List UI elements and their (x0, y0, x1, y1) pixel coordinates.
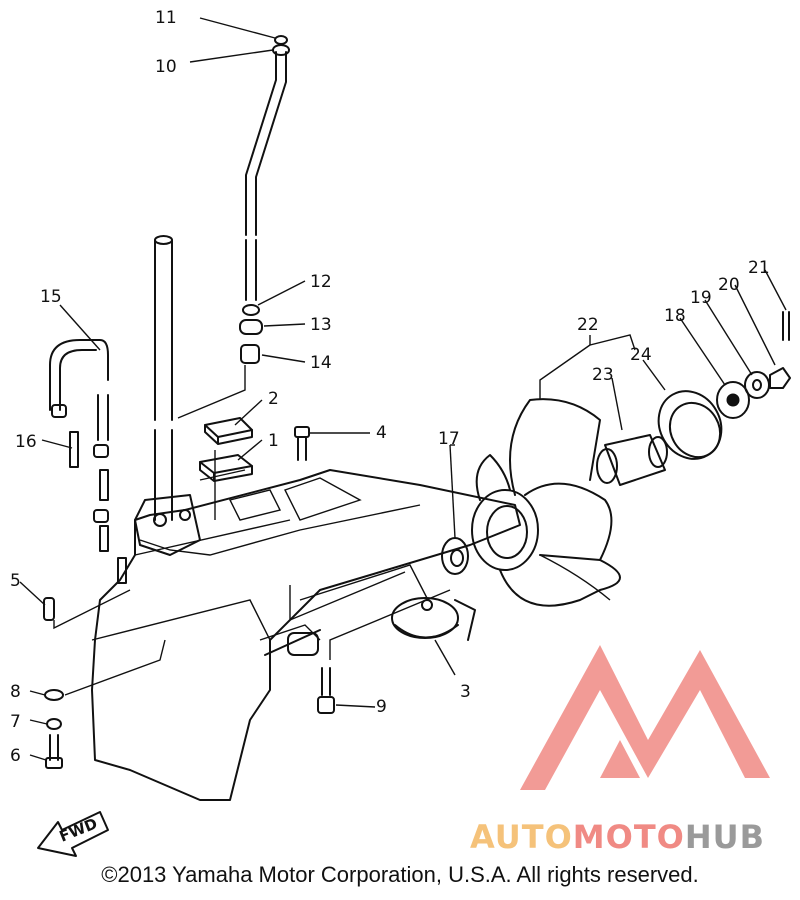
spacer-23 (596, 434, 668, 486)
callout-24: 24 (630, 345, 652, 365)
callout-22: 22 (577, 315, 599, 335)
callout-19: 19 (690, 288, 712, 308)
bolt-4 (294, 426, 310, 461)
callout-6: 6 (10, 746, 21, 766)
shift-rod (239, 35, 290, 364)
fwd-label: FWD (57, 814, 100, 845)
bolt-9 (317, 667, 335, 714)
callout-11: 11 (155, 8, 177, 28)
callout-17: 17 (438, 429, 460, 449)
callout-10: 10 (155, 57, 177, 77)
prop-hardware (716, 311, 791, 419)
bushing-24 (657, 390, 723, 460)
fittings-cluster (51, 404, 127, 584)
callout-5: 5 (10, 571, 21, 591)
propeller-22 (471, 398, 621, 607)
thrust-washer-17 (441, 537, 469, 575)
water-tube (49, 339, 109, 441)
copyright-notice: ©2013 Yamaha Motor Corporation, U.S.A. A… (101, 862, 699, 887)
pin-5 (43, 597, 55, 621)
callout-23: 23 (592, 365, 614, 385)
callout-16: 16 (15, 432, 37, 452)
callout-18: 18 (664, 306, 686, 326)
watermark-brand: AUTOMOTOHUB (470, 818, 765, 856)
callout-2: 2 (268, 389, 279, 409)
anode-3 (391, 597, 476, 641)
watermark-logo (520, 645, 770, 790)
callout-1: 1 (268, 431, 279, 451)
bolt-washers (44, 689, 64, 769)
lower-unit-casing (91, 450, 521, 801)
callout-14: 14 (310, 353, 332, 373)
callout-9: 9 (376, 697, 387, 717)
callout-8: 8 (10, 682, 21, 702)
brand-auto: AUTO (470, 818, 573, 856)
drive-shaft (154, 235, 173, 521)
callout-labels: 11 10 12 13 14 15 16 2 1 4 5 8 7 6 9 3 1… (10, 8, 770, 766)
callout-4: 4 (376, 423, 387, 443)
leader-lines (19, 17, 787, 761)
callout-12: 12 (310, 272, 332, 292)
fwd-arrow: FWD (37, 811, 109, 857)
brand-hub: HUB (684, 818, 766, 856)
callout-20: 20 (718, 275, 740, 295)
callout-21: 21 (748, 258, 770, 278)
callout-3: 3 (460, 682, 471, 702)
callout-7: 7 (10, 712, 21, 732)
brand-moto: MOTO (572, 818, 685, 856)
mount-parts (199, 417, 253, 482)
callout-13: 13 (310, 315, 332, 335)
callout-15: 15 (40, 287, 62, 307)
